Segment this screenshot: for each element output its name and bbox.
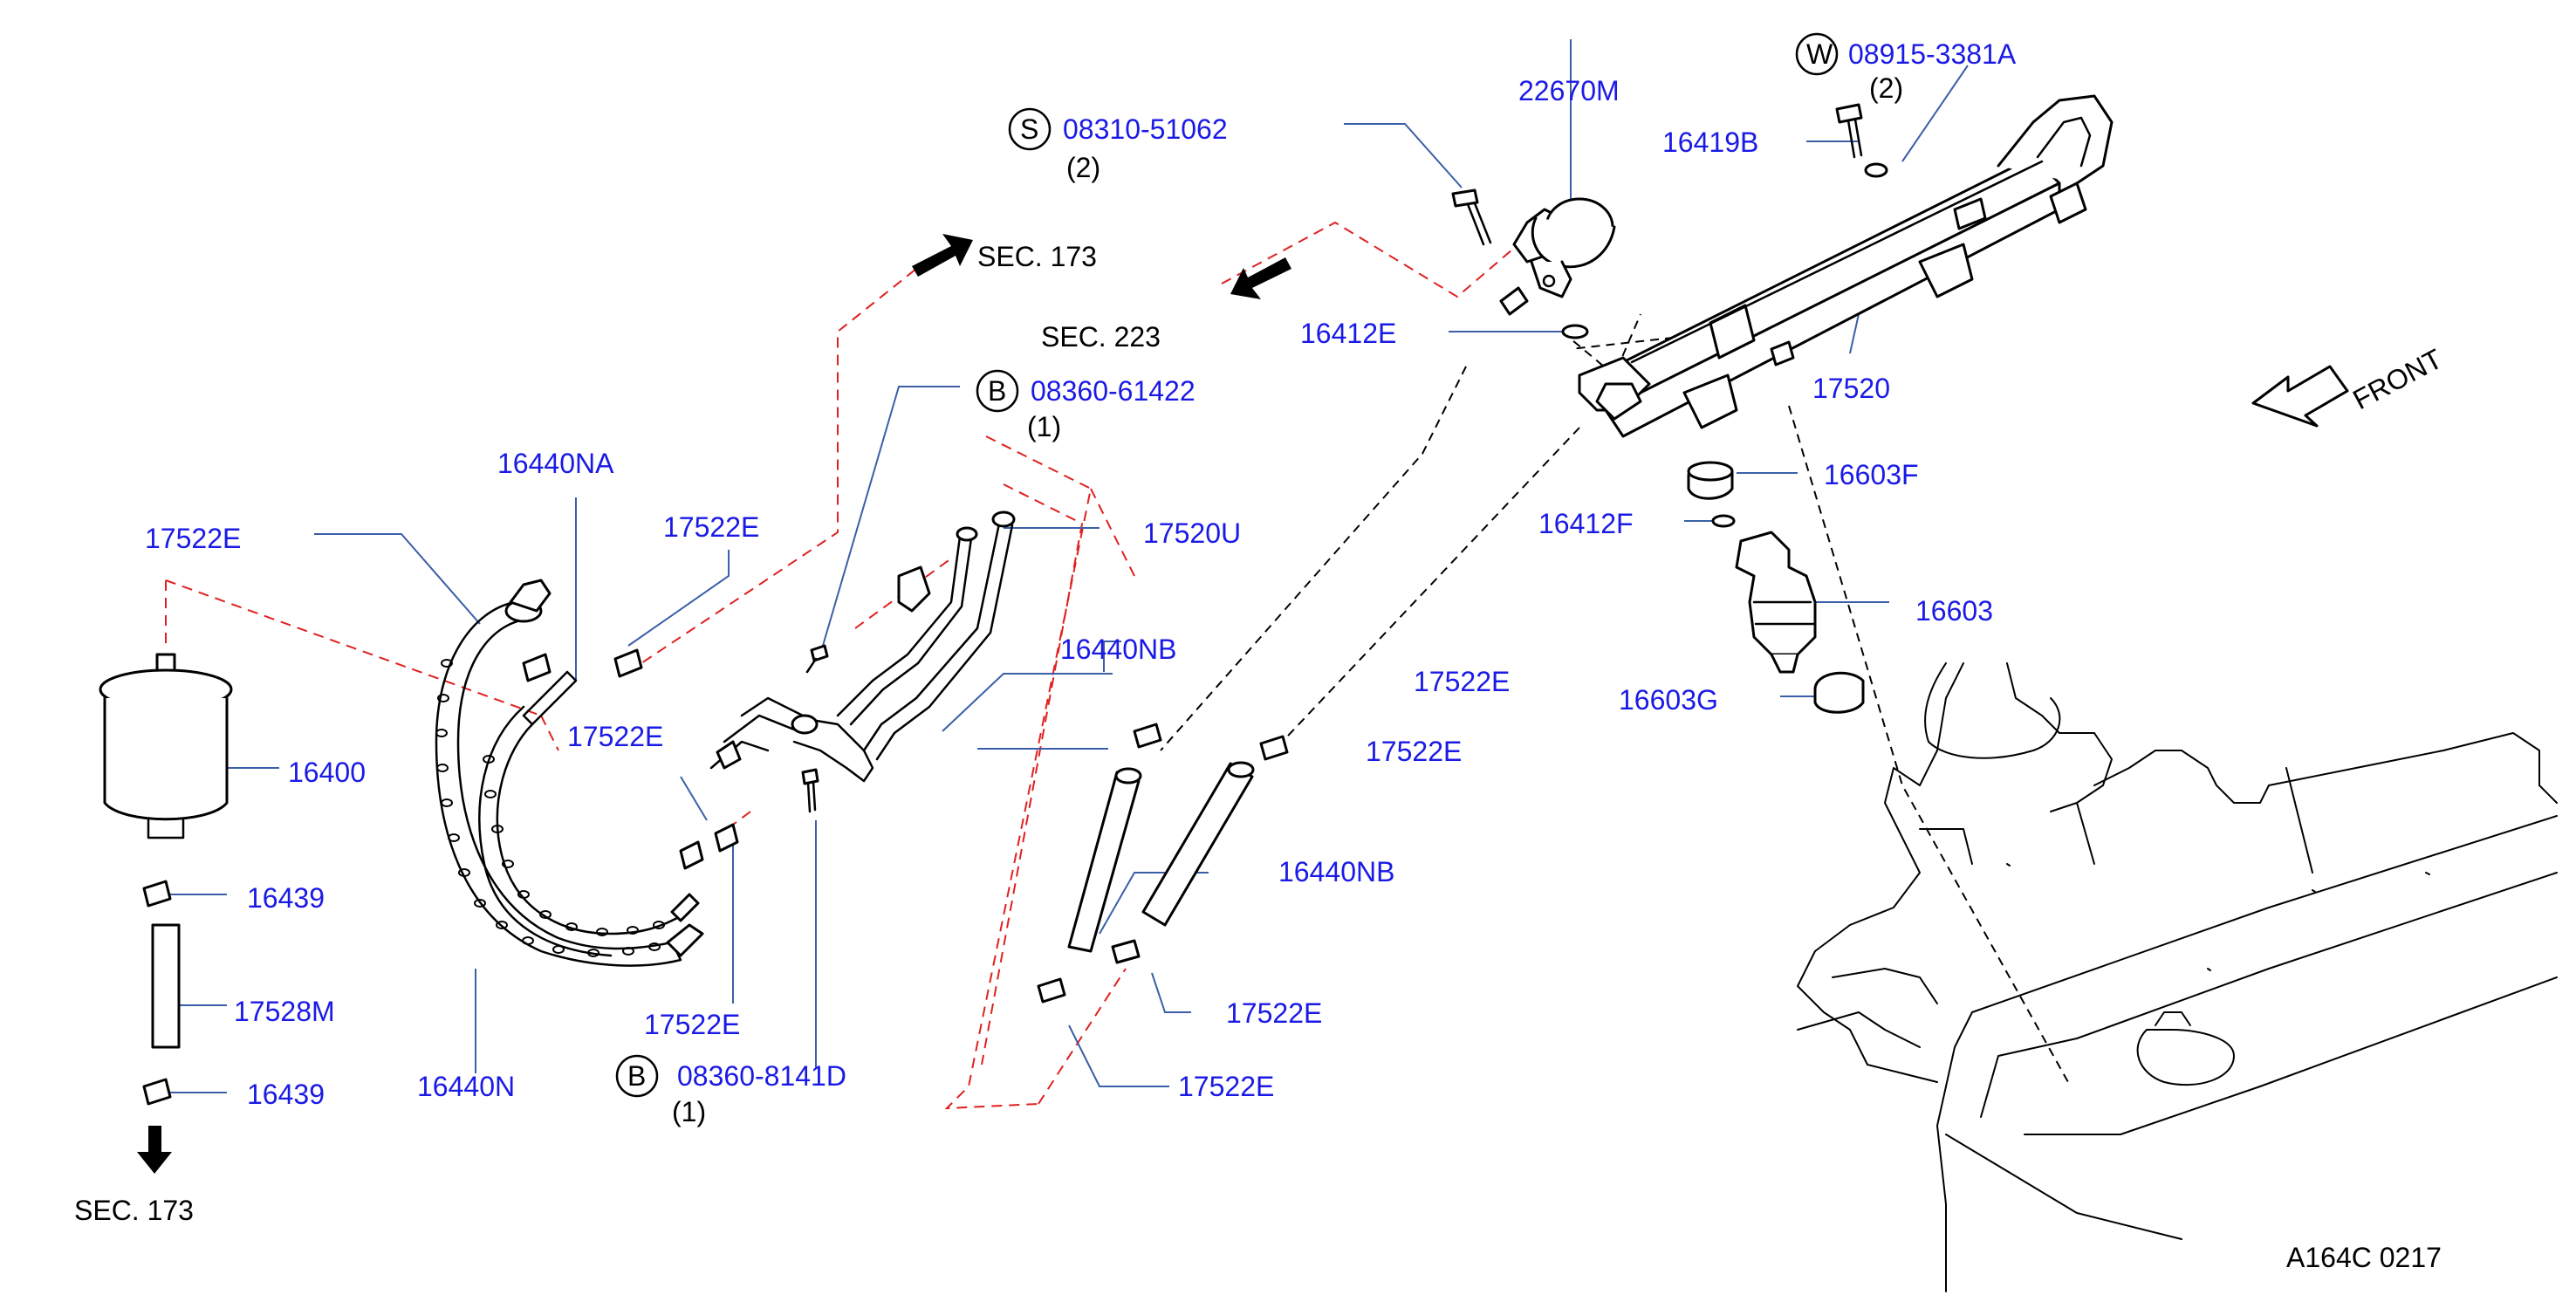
assembly-lines	[1160, 313, 2069, 1083]
part-08310-51062[interactable]: 08310-51062	[1063, 113, 1228, 145]
qty-b2: (1)	[672, 1096, 706, 1127]
perforation-dot	[448, 833, 460, 842]
sec-173-bottom: SEC. 173	[74, 1195, 194, 1226]
diagram-id: A164C 0217	[2286, 1242, 2442, 1273]
qty-b1: (1)	[1027, 411, 1061, 442]
perforation-dot	[627, 926, 639, 935]
bolts	[801, 103, 1888, 813]
perforation-dot	[565, 922, 578, 931]
fuel-filter	[99, 653, 233, 1049]
perforation-dot	[502, 860, 514, 868]
part-16440N[interactable]: 16440N	[417, 1071, 515, 1102]
front-label: FRONT	[2347, 343, 2447, 416]
part-08360-61422[interactable]: 08360-61422	[1031, 375, 1196, 407]
callout-w	[1795, 32, 1839, 76]
part-17522E-filter-top[interactable]: 17522E	[145, 523, 241, 554]
perforation-dot	[436, 764, 449, 772]
perforation-dot	[552, 945, 565, 954]
sec-173-top: SEC. 173	[977, 241, 1097, 272]
arrows	[137, 234, 2349, 1174]
part-16412F[interactable]: 16412F	[1538, 508, 1634, 539]
part-16440NB-lower[interactable]: 16440NB	[1278, 856, 1394, 887]
perforation-dot	[441, 798, 453, 807]
part-17522E-hose-mid[interactable]: 17522E	[567, 721, 663, 752]
part-16439-upper[interactable]: 16439	[247, 882, 325, 914]
part-17520[interactable]: 17520	[1812, 373, 1890, 404]
perforation-dot	[539, 910, 552, 919]
part-08915-3381A[interactable]: 08915-3381A	[1848, 38, 2017, 70]
perforation-dot	[596, 928, 608, 936]
fuel-rail	[1578, 94, 2114, 438]
leader-lines	[166, 39, 1969, 1093]
part-16603[interactable]: 16603	[1915, 595, 1993, 627]
perforation-dot	[522, 936, 534, 945]
part-17528M[interactable]: 17528M	[234, 996, 335, 1027]
hose-16440N	[435, 579, 704, 967]
hoses-16440NB	[1067, 761, 1255, 953]
perforation-dot	[517, 890, 530, 899]
perforation-dot	[496, 921, 508, 929]
part-16400[interactable]: 16400	[288, 757, 366, 788]
part-17522E-nb-upper[interactable]: 17522E	[1414, 666, 1510, 697]
part-16419B[interactable]: 16419B	[1662, 127, 1758, 158]
callout-b2	[615, 1054, 659, 1098]
callout-letter-b1: B	[988, 375, 1006, 407]
part-08360-8141D[interactable]: 08360-8141D	[677, 1060, 846, 1092]
qty-s: (2)	[1066, 152, 1100, 183]
engine-block	[1797, 662, 2558, 1292]
part-16603G[interactable]: 16603G	[1619, 684, 1718, 716]
qty-w: (2)	[1869, 72, 1903, 104]
perforation-dot	[587, 949, 599, 957]
perforation-dot	[483, 755, 495, 764]
pressure-regulator	[1499, 197, 1616, 316]
callout-b1	[976, 369, 1019, 413]
callout-letter-s: S	[1020, 113, 1038, 145]
callout-s	[1008, 107, 1052, 151]
part-22670M[interactable]: 22670M	[1518, 75, 1620, 106]
red-guide-lines	[165, 221, 1519, 1110]
callout-letter-w: W	[1806, 38, 1833, 70]
perforation-dot	[441, 659, 453, 668]
perforation-dot	[648, 942, 661, 951]
part-17522E-nb-lower[interactable]: 17522E	[1226, 997, 1322, 1029]
hose-perforations	[435, 659, 665, 957]
callout-circles	[615, 32, 1839, 1098]
part-16412E[interactable]: 16412E	[1300, 318, 1396, 349]
perforation-dot	[491, 825, 504, 833]
part-16440NA[interactable]: 16440NA	[497, 448, 614, 479]
perforation-dot	[622, 947, 634, 956]
fuel-tube-assembly	[709, 510, 1016, 783]
perforation-dot	[484, 790, 497, 798]
part-16439-lower[interactable]: 16439	[247, 1079, 325, 1110]
part-16603F[interactable]: 16603F	[1824, 459, 1919, 490]
perforation-dot	[437, 694, 449, 702]
part-17522E-hose-clamp[interactable]: 17522E	[663, 511, 759, 543]
part-17520U[interactable]: 17520U	[1143, 517, 1241, 549]
hose-clamps	[142, 648, 1289, 1106]
labels: W S B B 22670M 08915-3381A (2) 08310-510…	[74, 38, 2448, 1273]
perforation-dot	[474, 899, 486, 908]
part-16440NB-upper[interactable]: 16440NB	[1060, 634, 1176, 665]
perforation-dot	[458, 868, 470, 877]
perforation-dot	[435, 729, 448, 737]
part-17522E-nb-right[interactable]: 17522E	[1366, 736, 1462, 767]
sec-223: SEC. 223	[1041, 321, 1161, 353]
part-17522E-nb-bottom[interactable]: 17522E	[1178, 1071, 1274, 1102]
part-17522E-hose-lower[interactable]: 17522E	[644, 1009, 740, 1040]
injector-assembly	[1561, 324, 1865, 714]
perforation-dot	[653, 921, 665, 929]
callout-letter-b2: B	[627, 1060, 646, 1092]
